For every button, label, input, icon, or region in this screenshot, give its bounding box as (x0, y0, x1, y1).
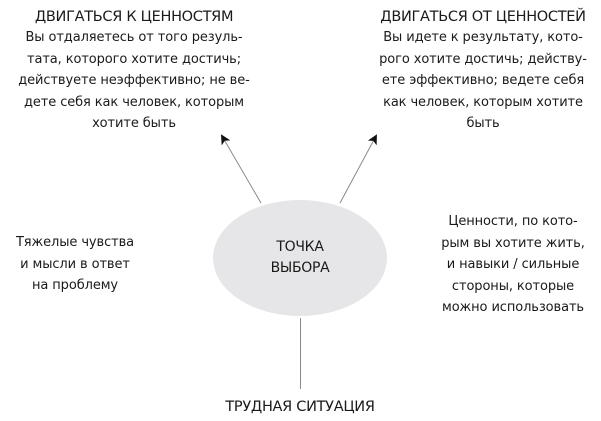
away-from-values-title: ДВИГАТЬСЯ ОТ ЦЕННОСТЕЙ (380, 9, 586, 25)
difficult-feelings-line: Тяжелые чувства (15, 235, 135, 250)
choice-point-label: ТОЧКА ВЫБОРА (240, 237, 360, 279)
toward-values-line: Вы отдаляетесь от того резуль- (25, 30, 243, 45)
away-from-values-line: ете эффективно; ведете себя (381, 73, 585, 88)
values-skills-line: рым вы хотите жить, (441, 235, 585, 251)
arrow-right-toward-top-right (339, 134, 377, 204)
away-from-values-block: ДВИГАТЬСЯ ОТ ЦЕННОСТЕЙ Вы идете к резуль… (350, 7, 601, 135)
choice-point-label-line: ТОЧКА (276, 239, 324, 255)
difficult-feelings-line: на проблему (31, 278, 119, 293)
difficult-feelings-block: Тяжелые чувства и мысли в ответ на пробл… (0, 232, 150, 297)
away-from-values-line: рого хотите достичь; действу- (379, 51, 587, 67)
toward-values-line: хотите быть (92, 116, 176, 131)
away-from-values-line: как человек, которым хотите (383, 94, 583, 110)
values-skills-line: и навыки / сильные (446, 257, 580, 272)
away-from-values-line: быть (466, 116, 500, 131)
choice-point-ellipse (213, 200, 387, 316)
toward-values-block: ДВИГАТЬСЯ К ЦЕННОСТЯМ Вы отдаляетесь от … (3, 7, 265, 135)
values-skills-line: Ценности, по кото- (448, 214, 578, 229)
values-skills-line: стороны, которые (451, 278, 575, 294)
values-skills-block: Ценности, по кото- рым вы хотите жить, и… (428, 211, 598, 319)
difficult-situation-label: ТРУДНАЯ СИТУАЦИЯ (225, 399, 375, 415)
toward-values-line: тата, которого хотите достичь; (26, 51, 241, 67)
difficult-feelings-line: и мысли в ответ (20, 256, 130, 272)
arrow-left-toward-top-left (220, 134, 262, 204)
values-skills-line: можно использовать (441, 300, 584, 315)
toward-values-line: действуете неэффективно; не ве- (18, 73, 250, 88)
away-from-values-line: Вы идете к результату, кото- (383, 30, 583, 45)
toward-values-line: дете себя как человек, которым (24, 94, 244, 110)
choice-point-label-line: ВЫБОРА (270, 260, 330, 276)
toward-values-title: ДВИГАТЬСЯ К ЦЕННОСТЯМ (34, 9, 234, 25)
